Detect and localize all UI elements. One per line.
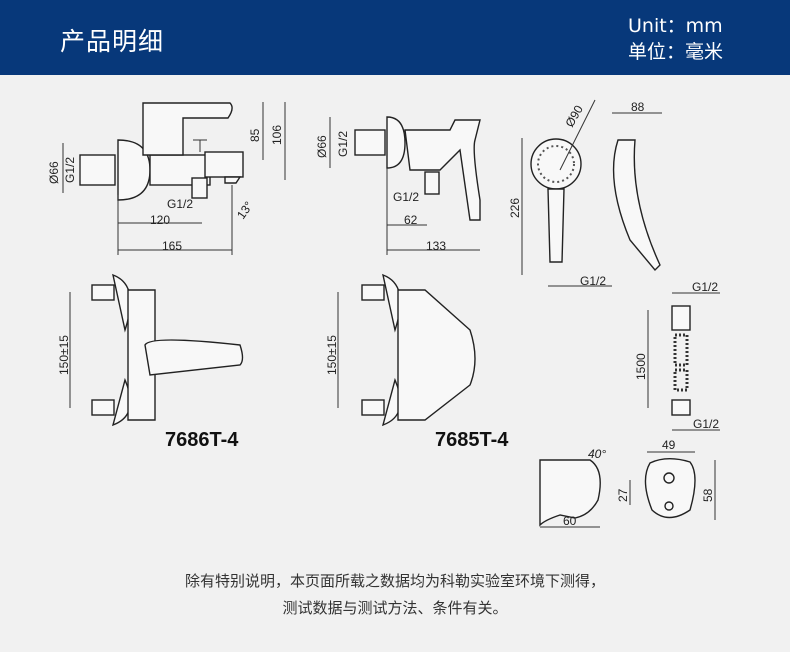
dim-angle: 40° [588,447,606,461]
dim-length-133: 133 [426,239,446,253]
dim-thread: G1/2 [580,274,606,288]
header-banner: 产品明细 Unit：mm 单位：毫米 [0,0,790,75]
dim-length-165: 165 [162,239,182,253]
dim-length-62: 62 [404,213,418,227]
holder-drawing: 40° 60 49 27 58 [539,438,716,528]
dim-depth: 60 [563,514,577,528]
dim-length: 226 [508,198,522,218]
bath-mixer-front-drawing: 150±15 7686T-4 [57,273,244,451]
dim-inlet-thread: G1/2 [336,131,350,157]
dim-length: 1500 [634,353,648,380]
shower-mixer-side-drawing: Ø66 G1/2 G1/2 62 133 [315,116,481,255]
unit-en: Unit：mm [628,15,723,37]
dim-depth: 88 [631,100,645,114]
dim-hole-spacing: 27 [616,488,630,502]
hose-drawing: G1/2 1500 G1/2 [634,280,720,431]
technical-drawings: Ø66 G1/2 85 106 G1/2 120 165 13° Ø66 G1/… [47,99,720,528]
dim-height-85: 85 [248,128,262,142]
dim-angle: 13° [234,199,256,222]
dim-diameter: Ø66 [47,161,61,184]
shower-mixer-front-drawing: 150±15 7685T-4 [325,273,509,451]
unit-cn: 单位：毫米 [628,41,724,63]
disclaimer-line-2: 测试数据与测试方法、条件有关。 [282,599,508,617]
dim-height-106: 106 [270,125,284,145]
hand-shower-drawing: Ø90 88 226 G1/2 [508,99,662,288]
model-number: 7685T-4 [435,429,509,451]
dim-diameter: Ø66 [315,135,329,158]
dim-height: 58 [701,488,715,502]
dim-width: 49 [662,438,676,452]
disclaimer-line-1: 除有特别说明，本页面所载之数据均为科勒实验室环境下测得， [184,572,605,590]
dim-outlet-thread: G1/2 [167,197,193,211]
unit-label: Unit：mm 单位：毫米 [628,13,723,65]
dim-spacing: 150±15 [325,335,339,375]
dim-top-thread: G1/2 [692,280,718,294]
dim-bottom-thread: G1/2 [693,417,719,431]
dim-inlet-thread: G1/2 [63,157,77,183]
page-title: 产品明细 [60,27,165,56]
dim-length-120: 120 [150,213,170,227]
model-number: 7686T-4 [165,429,239,451]
dim-spacing: 150±15 [57,335,71,375]
bath-mixer-side-drawing: Ø66 G1/2 85 106 G1/2 120 165 13° [47,102,286,255]
dim-outlet-thread: G1/2 [393,190,419,204]
